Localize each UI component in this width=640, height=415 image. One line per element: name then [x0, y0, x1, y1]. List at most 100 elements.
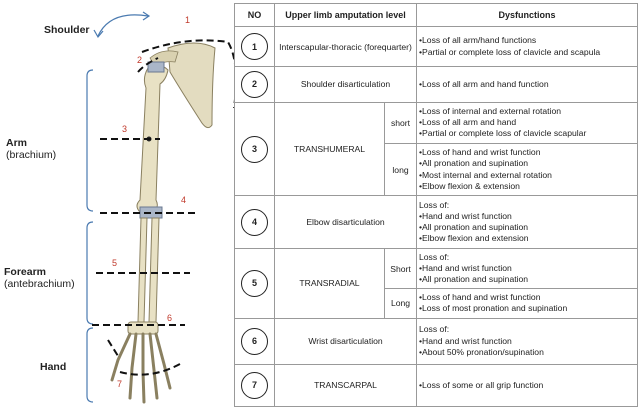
dysfunction-line: •Hand and wrist function — [419, 262, 512, 273]
row-number-circle: 5 — [241, 269, 268, 297]
sublevel-short: Short — [384, 248, 417, 290]
amputation-level-lines — [92, 39, 237, 376]
table-row: 2 Shoulder disarticulation •Loss of all … — [234, 66, 638, 103]
amputation-levels-table-container: NO Upper limb amputation level Dysfuncti… — [234, 3, 638, 408]
row-number-circle: 2 — [241, 70, 268, 98]
humerus-bone — [136, 64, 169, 213]
level-marker-1: 1 — [185, 15, 190, 25]
dysfunction-line: Loss of: — [419, 324, 450, 335]
level-marker-5: 5 — [112, 258, 117, 268]
dysfunction-line: Loss of: — [419, 251, 450, 262]
dysfunction-cell: •Loss of hand and wrist function •Loss o… — [416, 288, 638, 319]
dysfunction-cell: Loss of: •Hand and wrist function •About… — [416, 317, 638, 365]
carpal-bones — [127, 321, 159, 335]
dysfunction-line: •All pronation and supination — [419, 222, 529, 233]
dysfunction-cell: Loss of: •Hand and wrist function •All p… — [416, 195, 638, 250]
arm-label: Arm — [6, 137, 28, 149]
row-number-circle: 4 — [241, 208, 268, 236]
finger-bones — [110, 332, 172, 404]
hand-bracket — [86, 327, 94, 403]
table-row: 1 Interscapular-thoracic (forequarter) •… — [234, 26, 638, 67]
dysfunction-cell: •Loss of hand and wrist function •All pr… — [416, 142, 638, 197]
region-label-hand: Hand — [40, 361, 67, 373]
dysfunction-line: Loss of: — [419, 199, 450, 210]
ulna-bone — [137, 217, 148, 323]
row-number-circle: 6 — [241, 327, 268, 355]
dysfunction-line: •Loss of all arm and hand — [419, 117, 517, 128]
dysfunction-line: •Loss of all arm/hand functions — [419, 35, 537, 46]
dysfunction-line: •Loss of hand and wrist function — [419, 292, 541, 303]
region-label-arm: Arm (brachium) — [6, 137, 56, 161]
row-number-circle: 1 — [241, 33, 268, 60]
row-number-circle: 7 — [241, 371, 268, 399]
table-row: 4 Elbow disarticulation Loss of: •Hand a… — [234, 195, 638, 250]
dysfunction-line: •Loss of internal and external rotation — [419, 106, 562, 116]
header-no: NO — [234, 3, 275, 27]
level-marker-6: 6 — [167, 313, 172, 323]
dysfunction-line: •Loss of some or all grip function — [419, 379, 544, 390]
thumb-bone — [110, 332, 132, 382]
amputation-level-cell: Interscapular-thoracic (forequarter) — [274, 26, 417, 67]
forearm-bracket — [86, 221, 94, 325]
region-label-shoulder: Shoulder — [44, 24, 90, 36]
level-marker-2: 2 — [137, 55, 142, 65]
sublevel-long: long — [384, 142, 417, 197]
shoulder-arrow — [97, 14, 149, 37]
header-dysfunctions: Dysfunctions — [416, 3, 638, 27]
forearm-sublabel: (antebrachium) — [4, 278, 75, 290]
dysfunction-cell: Loss of: •Hand and wrist function •All p… — [416, 248, 638, 290]
shoulder-arrow-head-2 — [142, 11, 151, 21]
dysfunction-line: •Loss of hand and wrist function — [419, 147, 541, 158]
level-7-line-b — [119, 363, 181, 376]
amputation-level-cell: TRANSHUMERAL — [274, 101, 385, 197]
table-row: 3 TRANSHUMERAL short •Loss of internal a… — [234, 101, 638, 197]
dysfunction-line: •All pronation and supination — [419, 274, 529, 285]
sublevel-long: Long — [384, 288, 417, 319]
table-row: long •Loss of hand and wrist function •A… — [235, 142, 638, 197]
dysfunction-line: •Hand and wrist function — [419, 211, 512, 222]
level-marker-4: 4 — [181, 195, 186, 205]
sublevel-short: short — [384, 101, 417, 144]
amputation-levels-table: NO Upper limb amputation level Dysfuncti… — [234, 3, 638, 408]
amputation-level-cell: TRANSCARPAL — [274, 363, 417, 408]
table-row: 5 TRANSRADIAL Short Loss of: •Hand and w… — [234, 248, 638, 319]
forearm-label: Forearm — [4, 266, 47, 278]
level-1-line — [141, 39, 237, 109]
little-finger-bone — [154, 332, 172, 390]
middle-finger-bone — [141, 332, 146, 404]
dysfunction-cell: •Loss of internal and external rotation … — [416, 101, 638, 144]
shoulder-arrow-head — [93, 29, 104, 39]
arm-sublabel: (brachium) — [6, 149, 57, 161]
amputation-level-cell: Wrist disarticulation — [274, 317, 417, 365]
dysfunction-cell: •Loss of some or all grip function — [416, 363, 638, 408]
row-number-circle: 3 — [241, 135, 268, 163]
level-7-line-a — [107, 339, 119, 357]
dysfunction-line: •About 50% pronation/supination — [419, 346, 544, 357]
dysfunction-cell: •Loss of all arm and hand function — [416, 66, 638, 103]
level-2-line — [137, 57, 159, 73]
scapula-bone — [167, 42, 216, 129]
dysfunction-line: •Partial or complete loss of clavicle sc… — [419, 128, 587, 139]
shoulder-joint — [147, 61, 165, 73]
amputation-level-cell: Shoulder disarticulation — [274, 66, 417, 103]
region-label-forearm: Forearm (antebrachium) — [4, 266, 75, 290]
table-row: Long •Loss of hand and wrist function •L… — [235, 288, 638, 319]
dysfunction-line: •Loss of all arm and hand function — [419, 78, 549, 89]
dysfunction-line: •Elbow flexion & extension — [419, 180, 520, 191]
level-marker-3: 3 — [122, 124, 127, 134]
dysfunction-line: •All pronation and supination — [419, 158, 529, 169]
region-brackets — [86, 11, 151, 403]
table-row: 6 Wrist disarticulation Loss of: •Hand a… — [234, 317, 638, 365]
dysfunction-line: •Hand and wrist function — [419, 335, 512, 346]
arm-skeleton-illustration: 1 2 3 4 5 6 7 — [86, 11, 237, 404]
table-header-row: NO Upper limb amputation level Dysfuncti… — [234, 3, 638, 27]
index-finger-bone — [128, 332, 138, 400]
radius-bone — [148, 217, 160, 323]
amputation-level-cell: Elbow disarticulation — [274, 195, 417, 250]
arm-anatomy-figure: 1 2 3 4 5 6 7 Shoulder Arm (brachium) Fo… — [0, 0, 237, 410]
table-row: 7 TRANSCARPAL •Loss of some or all grip … — [234, 363, 638, 408]
ring-finger-bone — [148, 332, 159, 400]
dysfunction-line: •Most internal and external rotation — [419, 169, 552, 180]
arm-bracket — [86, 69, 94, 212]
dysfunction-line: •Loss of most pronation and supination — [419, 303, 568, 314]
